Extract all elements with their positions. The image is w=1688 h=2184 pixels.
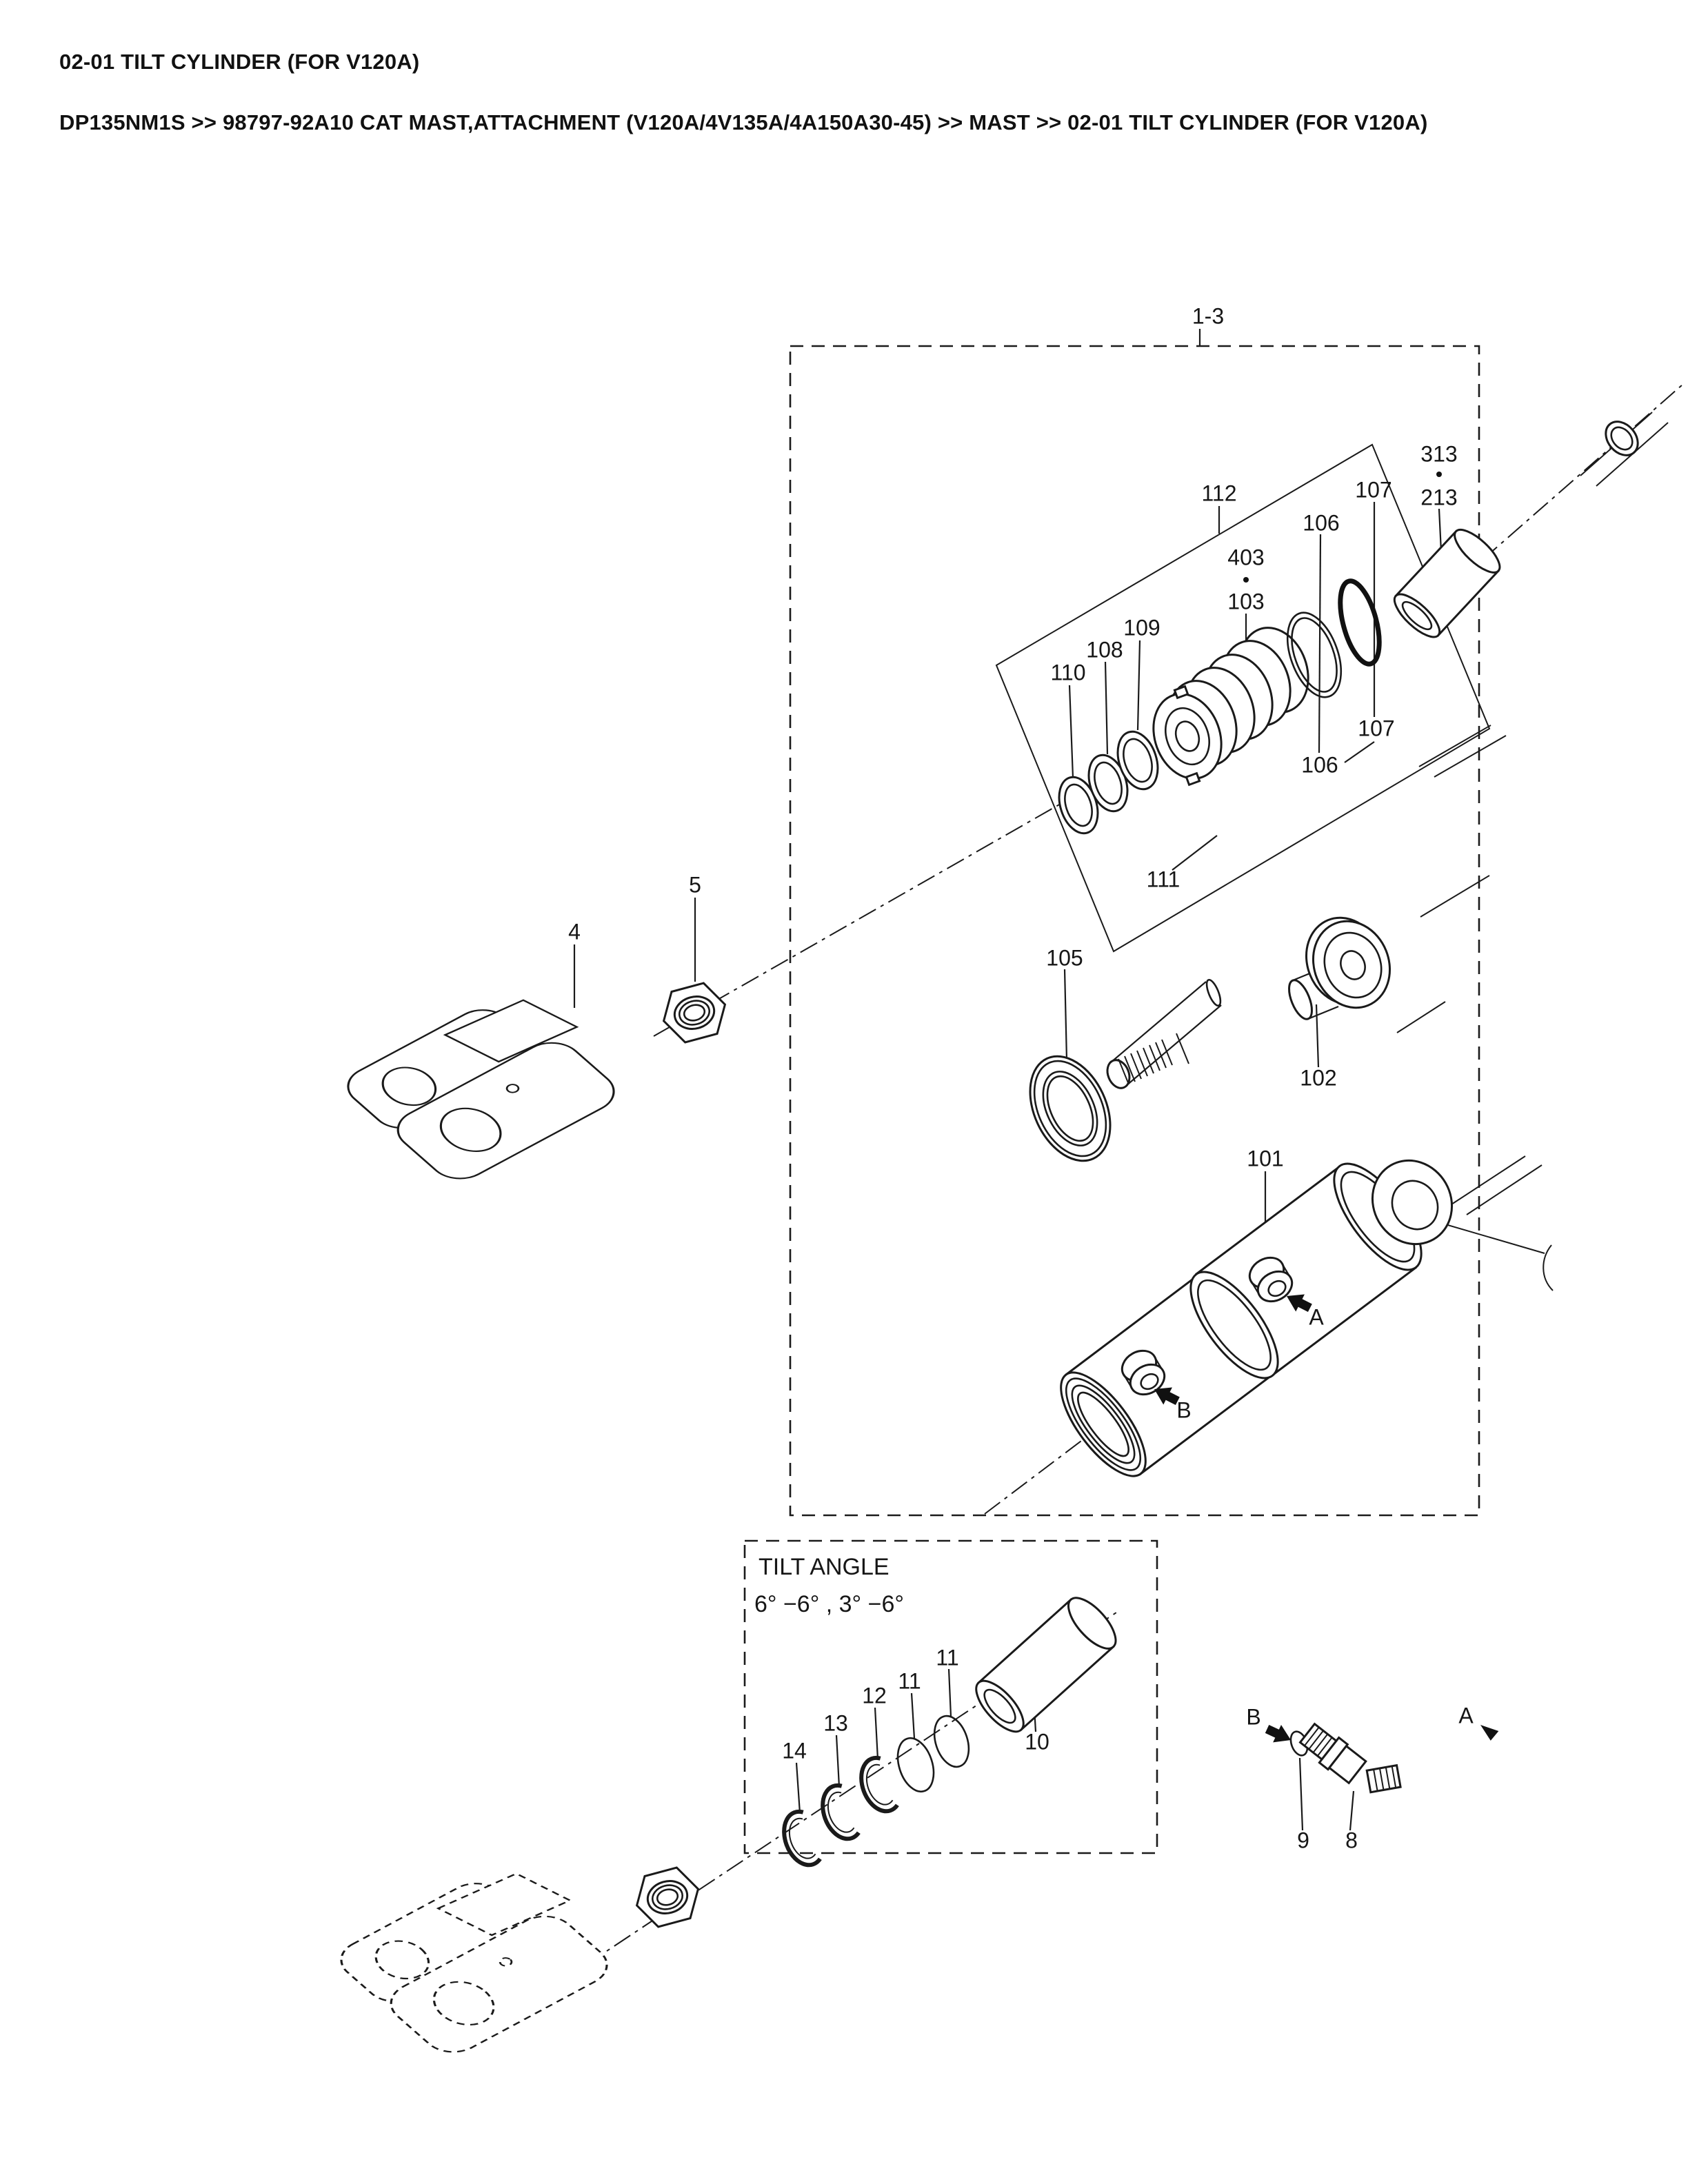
leader-lines: [573, 472, 1443, 1831]
part-label-asm: 1-3: [1192, 303, 1225, 329]
part-label-p10: 10: [1025, 1729, 1049, 1755]
port-arrow-icon-a-3: [1480, 1725, 1499, 1741]
part-label-p110: 110: [1050, 660, 1086, 685]
main-assembly-dashed-box: [789, 329, 1480, 1517]
tilt-angle-dashed-box: [743, 1539, 1158, 1854]
gland-ring-105: [1029, 1055, 1112, 1162]
o-ring-107: [1338, 578, 1382, 667]
part-label-p105: 105: [1046, 945, 1083, 971]
cylinder-eye: [1371, 1159, 1454, 1246]
part-label-p106: 106: [1303, 510, 1340, 536]
part-label-p313: 313: [1420, 441, 1458, 467]
part-label-p11a: 11: [898, 1668, 921, 1694]
part-label-p112: 112: [1201, 481, 1237, 506]
tilt-angle-values: 6° −6° , 3° −6°: [754, 1591, 904, 1617]
seal-kit-parts: [1058, 578, 1382, 835]
elbow-fitting-8: [1298, 1722, 1402, 1794]
port-arrow-icon-a-0: [1287, 1294, 1312, 1313]
piston-103: [1152, 627, 1309, 787]
part-label-p9: 9: [1297, 1828, 1309, 1853]
cylinder-101: [1060, 1159, 1454, 1477]
part-label-p11b: 11: [936, 1645, 959, 1670]
part-label-p8: 8: [1345, 1828, 1358, 1853]
part-label-p213: 213: [1420, 485, 1458, 510]
port-boss-a: [1248, 1256, 1294, 1303]
seal-kit-parallelogram: [995, 443, 1491, 953]
break-marks: [1396, 412, 1669, 1291]
port-arrow-icon-b-2: [1265, 1725, 1291, 1743]
part-label-p109: 109: [1123, 615, 1160, 640]
page-title: 02-01 TILT CYLINDER (FOR V120A): [59, 50, 420, 74]
part-label-p102: 102: [1300, 1065, 1337, 1091]
rod-head-102: [1288, 916, 1391, 1020]
bushing-313-213: [1393, 528, 1501, 638]
c-clip-12: [859, 1755, 899, 1814]
breadcrumb[interactable]: DP135NM1S >> 98797-92A10 CAT MAST,ATTACH…: [59, 110, 1428, 134]
part-label-p111: 111: [1146, 867, 1180, 892]
part-label-p101: 101: [1247, 1146, 1284, 1171]
part-label-p107b: 107: [1358, 716, 1395, 741]
tilt-angle-parts: [782, 1597, 1117, 1868]
port-letter-a-0: A: [1309, 1304, 1324, 1330]
nut-5: [656, 978, 733, 1048]
cylinder-front-tube: [1189, 1159, 1454, 1379]
part-label-p103: 103: [1227, 589, 1265, 614]
part-label-p108: 108: [1086, 637, 1123, 663]
part-label-p107: 107: [1355, 477, 1392, 503]
nut-bottom: [629, 1862, 706, 1932]
part-label-p403: 403: [1227, 545, 1265, 570]
flow-arrow-markers: [1154, 1294, 1499, 1743]
c-clip-14: [782, 1809, 822, 1868]
rod-eye-clevis-bottom: [328, 1872, 621, 2062]
shim-ring-11a: [896, 1737, 935, 1793]
port-arrow-icon-b-1: [1154, 1387, 1180, 1406]
rod-assembly-111: [1029, 916, 1391, 1162]
part-label-p14: 14: [782, 1738, 807, 1763]
part-label-p4: 4: [568, 919, 581, 944]
part-label-p5: 5: [689, 872, 701, 898]
spacer-tube-10: [975, 1597, 1117, 1733]
ring-109: [1116, 730, 1159, 791]
port-letter-b-2: B: [1246, 1704, 1261, 1730]
port-letter-a-3: A: [1458, 1703, 1474, 1728]
port-letter-b-1: B: [1176, 1397, 1192, 1423]
part-label-p13: 13: [823, 1710, 848, 1736]
tilt-angle-title: TILT ANGLE: [758, 1554, 890, 1580]
seal-106: [1286, 611, 1343, 698]
piston-rod: [1106, 978, 1222, 1089]
c-clip-13: [821, 1783, 861, 1841]
part-label-p12: 12: [862, 1683, 887, 1708]
part-label-p106b: 106: [1301, 752, 1338, 778]
rod-eye-clevis-4: [335, 999, 627, 1189]
shim-ring-11b: [933, 1715, 970, 1768]
port-boss-b: [1121, 1349, 1166, 1396]
